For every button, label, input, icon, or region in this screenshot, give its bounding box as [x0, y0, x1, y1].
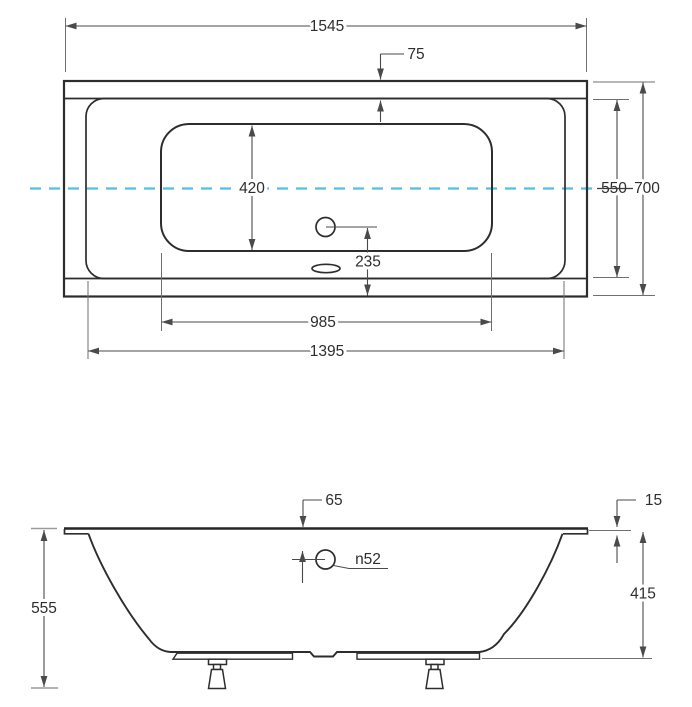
dim-label-985: 985 [310, 314, 336, 331]
dim-inner-and-overall-width: 550 700 [593, 81, 663, 296]
dim-label-235: 235 [355, 254, 381, 271]
tub-body-profile [87, 533, 564, 658]
dim-label-1545: 1545 [310, 18, 344, 35]
dim-label-1395: 1395 [310, 343, 344, 360]
dim-rim-offset: 75 [377, 43, 428, 122]
dim-label-15: 15 [645, 492, 662, 509]
rim-tab-right [563, 529, 589, 535]
foot-right [425, 658, 445, 690]
tub-outer-edge [62, 79, 589, 298]
dim-label-415: 415 [630, 586, 656, 603]
overflow-diameter-leader [333, 565, 388, 569]
support-strip-right [356, 652, 481, 660]
dim-label-420: 420 [239, 180, 265, 197]
dim-label-700: 700 [634, 180, 660, 197]
dim-label-65: 65 [325, 492, 342, 509]
dim-label-75: 75 [407, 46, 424, 63]
basin-edge [160, 123, 493, 252]
dim-overall-height: 555 [28, 527, 60, 689]
rim-tab-left [63, 529, 89, 535]
dim-basin-length: 985 [161, 253, 492, 334]
dim-label-555: 555 [31, 600, 57, 617]
dim-shell-height: 415 [482, 530, 659, 659]
dim-overall-length: 1545 [65, 15, 587, 72]
dim-drain-offset: 235 [352, 228, 384, 296]
dim-rim-thickness: 15 [613, 489, 665, 563]
dim-overflow-offset: 65 [292, 489, 346, 583]
support-strip-left [171, 652, 294, 660]
side-view: n52 65 15 415 555 [28, 489, 665, 690]
rim-inner-edge [85, 97, 566, 280]
top-view: 1545 75 420 235 550 700 [30, 15, 663, 363]
dim-inner-length: 1395 [87, 281, 565, 363]
dim-basin-width: 420 [236, 125, 268, 250]
foot-left [207, 658, 228, 690]
drain-hole [311, 263, 341, 274]
dim-label-n52: n52 [355, 551, 381, 568]
